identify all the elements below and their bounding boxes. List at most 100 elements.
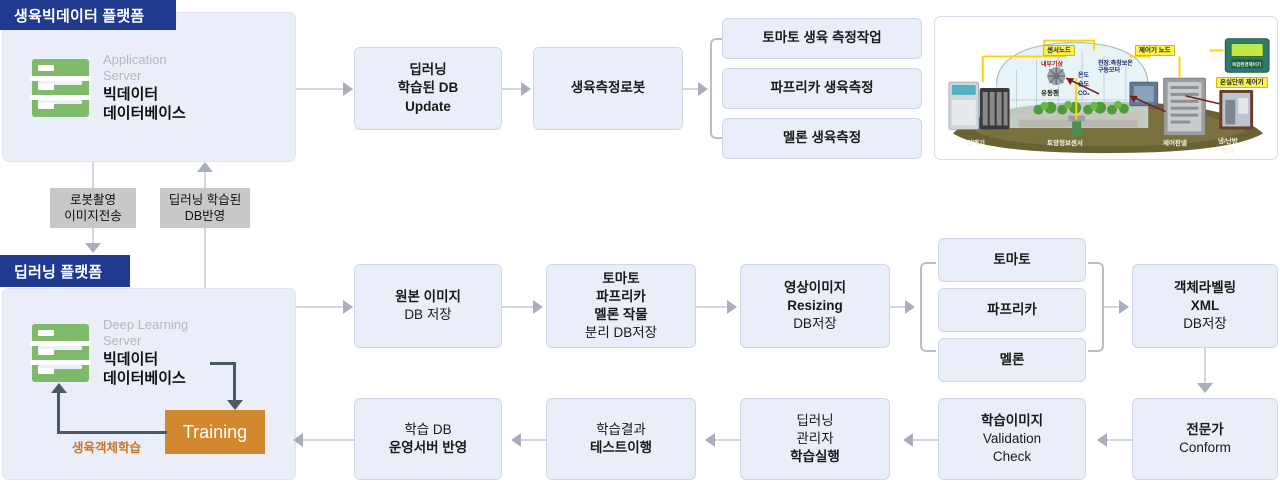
gh-label-humidity: 습도 xyxy=(1078,82,1090,88)
box-line: 멜론 생육측정 xyxy=(782,130,862,146)
arrow-origin-to-crop xyxy=(533,300,543,314)
connector-validation-to-manager xyxy=(906,439,938,441)
gh-label-temperature: 온도 xyxy=(1078,73,1090,79)
arrow-dbupdate-to-robot xyxy=(521,82,531,96)
box-line: 생육측정로봇 xyxy=(570,80,646,96)
connector-deploy-to-panel xyxy=(300,439,354,441)
server-row-application: Application Server 빅데이터 데이터베이스 xyxy=(30,52,186,123)
arrow-crop-to-resizing xyxy=(727,300,737,314)
arrow-test-to-deploy xyxy=(511,433,521,447)
box-line: 딥러닝 xyxy=(409,62,447,78)
connector-training-loop-h xyxy=(57,431,167,434)
box-line: 파프리카 생육측정 xyxy=(770,80,874,96)
gh-label-circulation-fan: 유동팬 xyxy=(1041,90,1059,97)
box-tomato-growth-measure-task[interactable]: 토마토 생육 측정작업 xyxy=(722,18,922,59)
box-paprika-growth-measure[interactable]: 파프리카 생육측정 xyxy=(722,68,922,109)
connector-dbupdate-to-robot xyxy=(502,88,522,90)
box-melon-growth-measure[interactable]: 멜론 생육측정 xyxy=(722,118,922,159)
box-train-db-deploy[interactable]: 학습 DB 운영서버 반영 xyxy=(354,398,502,480)
box-tomato[interactable]: 토마토 xyxy=(938,238,1086,282)
connector-db-reflect-down xyxy=(204,228,206,288)
box-dl-manager-train-execute[interactable]: 딥러닝 관리자 학습실행 xyxy=(740,398,890,480)
arrow-labeling-to-expert xyxy=(1197,383,1213,393)
connector-panel-to-mid-flow xyxy=(296,306,344,308)
gh-label-co2: CO₂ xyxy=(1078,91,1090,97)
panel-title-deep-learning: 딥러닝 플랫폼 xyxy=(0,255,130,287)
brace-mid-branch-right xyxy=(1088,262,1104,352)
arrow-resizing-to-branch xyxy=(905,300,915,314)
gh-tag-greenhouse-unit-controller: 온실단위 제어기 xyxy=(1216,77,1268,89)
tag-robot-image-transfer: 로봇촬영 이미지전송 xyxy=(50,188,136,228)
connector-origin-to-crop xyxy=(502,306,534,308)
arrow-panel-to-mid-flow xyxy=(343,300,353,314)
server-title: 빅데이터 데이터베이스 xyxy=(103,351,186,387)
box-line: 파프리카 xyxy=(987,301,1037,317)
box-image-resizing-db[interactable]: 영상이미지 Resizing DB저장 xyxy=(740,264,890,348)
box-growth-measure-robot[interactable]: 생육측정로봇 xyxy=(533,47,683,130)
box-line: 전문가 xyxy=(1186,421,1224,437)
brace-mid-branch-left xyxy=(920,262,936,352)
box-line: Update xyxy=(405,98,451,114)
connector-test-to-deploy xyxy=(514,439,546,441)
arrow-expert-to-validation xyxy=(1097,433,1107,447)
box-train-image-validation-check[interactable]: 학습이미지 Validation Check xyxy=(938,398,1086,480)
box-line: 토마토 생육 측정작업 xyxy=(762,30,882,46)
gh-label-ceiling-side-insulation: 천장.측창보온 구동모터 xyxy=(1098,61,1133,74)
box-object-labeling-xml[interactable]: 객체라벨링 XML DB저장 xyxy=(1132,264,1278,348)
box-melon[interactable]: 멜론 xyxy=(938,338,1086,382)
gh-label-soil-sensor: 토양정보센서 xyxy=(1047,140,1083,147)
box-paprika[interactable]: 파프리카 xyxy=(938,288,1086,332)
box-line: 토마토 xyxy=(602,270,640,286)
gh-label-device-caption: 복합환경제어기 xyxy=(1232,62,1261,67)
arrow-deploy-to-panel xyxy=(293,433,303,447)
box-line: 관리자 xyxy=(796,430,834,446)
arrow-branch-to-labeling xyxy=(1119,300,1129,314)
arrow-validation-to-manager xyxy=(903,433,913,447)
box-line: 운영서버 반영 xyxy=(388,440,468,455)
connector-robot-to-branch xyxy=(683,88,699,90)
box-line: 학습결과 xyxy=(596,421,646,437)
box-line: XML xyxy=(1190,297,1220,313)
box-line: 학습 DB xyxy=(404,421,452,437)
arrow-robot-image-down xyxy=(85,243,101,253)
box-line: 학습실행 xyxy=(790,449,840,465)
box-line: 토마토 xyxy=(993,251,1031,267)
arrow-manager-to-test xyxy=(705,433,715,447)
box-line: 테스트이행 xyxy=(589,440,653,455)
box-dl-db-update[interactable]: 딥러닝 학습된 DB Update xyxy=(354,47,502,130)
gh-label-nutrient-supply: 양액기 xyxy=(967,140,985,147)
box-crop-split-db[interactable]: 토마토 파프리카 멜론 작물 분리 DB저장 xyxy=(546,264,696,348)
box-line: 딥러닝 xyxy=(796,412,834,428)
server-subtitle: Application Server xyxy=(103,52,167,84)
arrow-db-reflect-up xyxy=(197,162,213,172)
arrow-db-to-training xyxy=(227,400,243,410)
connector-robot-image-down-b xyxy=(92,228,94,244)
box-line: DB저장 xyxy=(1183,316,1227,332)
panel-title-growth-bigdata: 생육빅데이터 플랫폼 xyxy=(0,0,176,30)
loop-label-growth-object-learning: 생육객체학습 xyxy=(72,441,142,455)
connector-db-to-training-h xyxy=(210,362,235,365)
connector-training-loop-v xyxy=(57,392,60,432)
box-line: Validation xyxy=(982,430,1042,446)
box-line: 영상이미지 xyxy=(783,279,847,295)
connector-labeling-to-expert xyxy=(1204,348,1206,384)
training-block[interactable]: Training xyxy=(165,410,265,454)
arrow-training-loop-up xyxy=(51,383,67,393)
box-train-result-test[interactable]: 학습결과 테스트이행 xyxy=(546,398,696,480)
box-line: 파프리카 xyxy=(596,288,646,304)
greenhouse-illustration: 센서노드 제어기 노드 온실단위 제어기 내부기상 온도 습도 CO₂ 천장.측… xyxy=(934,16,1278,160)
connector-crop-to-resizing xyxy=(696,306,728,308)
gh-tag-sensor-node: 센서노드 xyxy=(1043,45,1075,57)
connector-robot-image-down-a xyxy=(92,162,94,188)
box-line: 멜론 작물 xyxy=(594,307,648,322)
box-expert-conform[interactable]: 전문가 Conform xyxy=(1132,398,1278,480)
gh-label-internal-weather: 내부기상 xyxy=(1041,62,1064,68)
box-line: Conform xyxy=(1179,440,1231,455)
box-line: 분리 DB저장 xyxy=(584,325,658,341)
box-origin-image-db[interactable]: 원본 이미지 DB 저장 xyxy=(354,264,502,348)
brace-top-branch xyxy=(710,38,724,139)
gh-label-control-panel: 제어판넬 xyxy=(1163,140,1187,147)
box-line: 원본 이미지 xyxy=(395,288,461,304)
gh-tag-controller-node: 제어기 노드 xyxy=(1135,45,1175,57)
